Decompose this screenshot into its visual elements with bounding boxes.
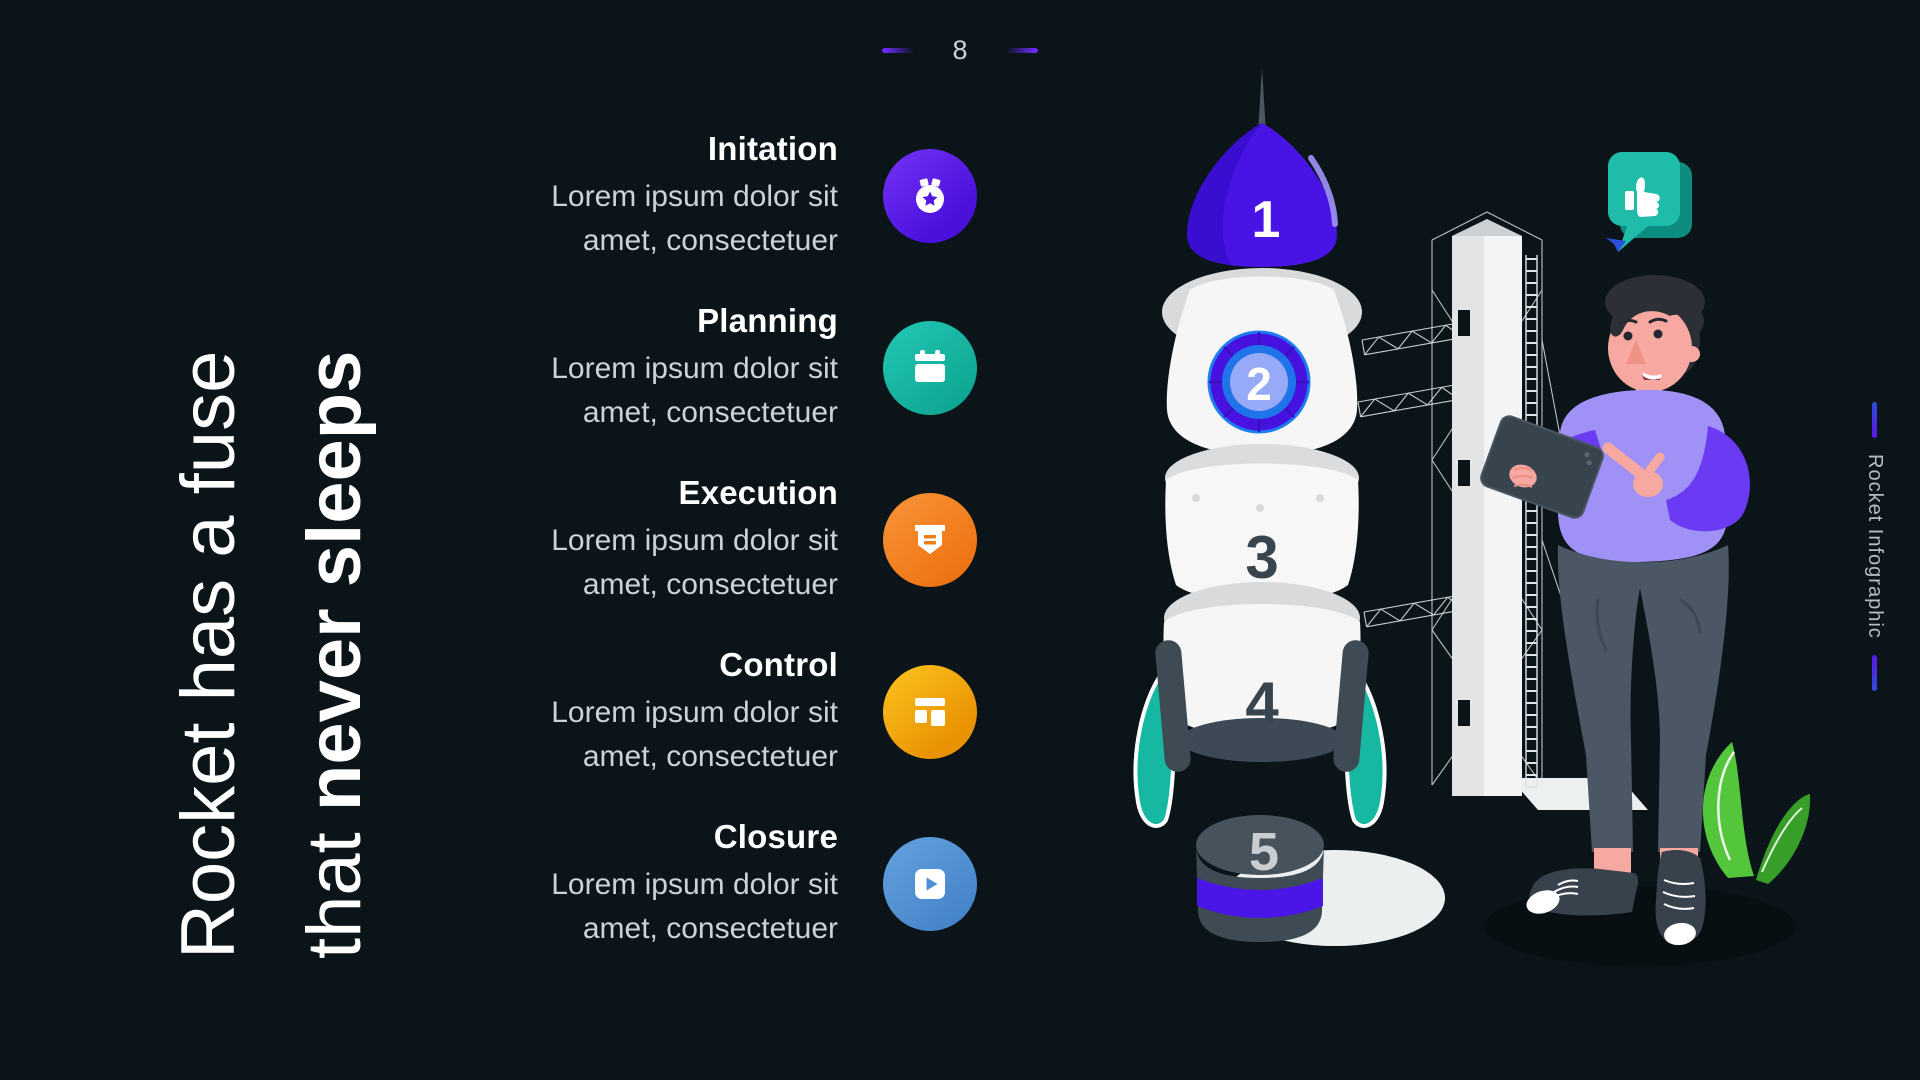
step-desc-line2: amet, consectetuer: [582, 567, 838, 601]
slide-title-line2-bold: never sleeps: [292, 350, 377, 812]
slide-title-line1: Rocket has a fuse: [166, 350, 251, 959]
page-number: 8: [952, 34, 968, 65]
rocket-stage-4: 4: [1133, 582, 1387, 828]
medal-icon: [883, 149, 977, 243]
stage-number-3: 3: [1245, 524, 1278, 591]
step-execution: Execution Lorem ipsum dolor sit amet, co…: [500, 454, 977, 626]
step-initation: Initation Lorem ipsum dolor sit amet, co…: [500, 110, 977, 282]
page-dash-right: [1005, 47, 1038, 53]
slide-title-line2-regular: that: [292, 811, 377, 959]
step-label: Execution: [678, 473, 838, 511]
rocket-stage-2: 2: [1162, 268, 1362, 455]
side-label: Rocket Infographic: [1863, 402, 1886, 691]
page-dash-left: [882, 47, 915, 53]
step-desc-line1: Lorem ipsum dolor sit: [551, 351, 838, 385]
side-label-text: Rocket Infographic: [1864, 454, 1886, 639]
step-text: Closure Lorem ipsum dolor sit amet, cons…: [551, 818, 838, 951]
person-left-shoe: [1526, 868, 1638, 916]
step-desc-line2: amet, consectetuer: [582, 223, 838, 257]
person-left-hand: [1509, 464, 1537, 488]
person-right-sleeve: [1666, 426, 1750, 532]
step-planning: Planning Lorem ipsum dolor sit amet, con…: [500, 282, 977, 454]
step-desc-line1: Lorem ipsum dolor sit: [551, 523, 838, 557]
calendar-icon: [883, 321, 977, 415]
stage-number-2: 2: [1246, 358, 1272, 410]
rocket: 1 2 3: [1133, 68, 1387, 942]
plant: [1702, 742, 1811, 884]
step-text: Control Lorem ipsum dolor sit amet, cons…: [551, 646, 838, 779]
step-desc-line1: Lorem ipsum dolor sit: [551, 867, 838, 901]
rocket-stage-1: 1: [1187, 123, 1338, 267]
step-text: Initation Lorem ipsum dolor sit amet, co…: [551, 130, 838, 263]
step-closure: Closure Lorem ipsum dolor sit amet, cons…: [500, 798, 977, 970]
step-desc-line2: amet, consectetuer: [582, 395, 838, 429]
person-pointing-hand: [1602, 442, 1665, 497]
step-label: Closure: [713, 817, 838, 855]
step-control: Control Lorem ipsum dolor sit amet, cons…: [500, 626, 977, 798]
step-desc-line2: amet, consectetuer: [582, 739, 838, 773]
person-head: [1605, 275, 1705, 398]
side-dash-bottom: [1872, 654, 1877, 691]
process-steps: Initation Lorem ipsum dolor sit amet, co…: [500, 110, 977, 970]
thumbs-up-icon: [1625, 177, 1660, 217]
step-label: Initation: [707, 129, 838, 167]
stage-number-1: 1: [1252, 191, 1281, 249]
step-label: Planning: [697, 301, 838, 339]
rocket-stage-3: 3: [1165, 444, 1359, 603]
rocket-stage-5: 5: [1196, 815, 1324, 942]
grid-layout-icon: [883, 665, 977, 759]
play-icon: [883, 837, 977, 931]
stage-number-5: 5: [1249, 822, 1279, 882]
person-right-shoe: [1655, 850, 1706, 946]
slide-title: Rocket has a fuse that never sleeps: [146, 259, 398, 959]
step-desc-line1: Lorem ipsum dolor sit: [551, 695, 838, 729]
side-dash-top: [1872, 402, 1877, 438]
rocket-leg-right: [1333, 640, 1369, 772]
thumbs-up-bubble: [1606, 152, 1692, 252]
rocket-illustration: 1 2 3: [1133, 68, 1811, 966]
pagination: 8: [0, 30, 1920, 70]
person: [1480, 152, 1750, 946]
step-text: Execution Lorem ipsum dolor sit amet, co…: [551, 474, 838, 607]
slide-title-line2: that never sleeps: [272, 259, 398, 959]
tablet: [1480, 415, 1604, 519]
step-text: Planning Lorem ipsum dolor sit amet, con…: [551, 302, 838, 435]
step-desc-line2: amet, consectetuer: [582, 911, 838, 945]
rocket-leg-left: [1155, 640, 1191, 772]
step-label: Control: [719, 645, 838, 683]
step-desc-line1: Lorem ipsum dolor sit: [551, 179, 838, 213]
banner-icon: [883, 493, 977, 587]
person-pants: [1557, 545, 1729, 852]
stage-number-4: 4: [1245, 670, 1279, 737]
